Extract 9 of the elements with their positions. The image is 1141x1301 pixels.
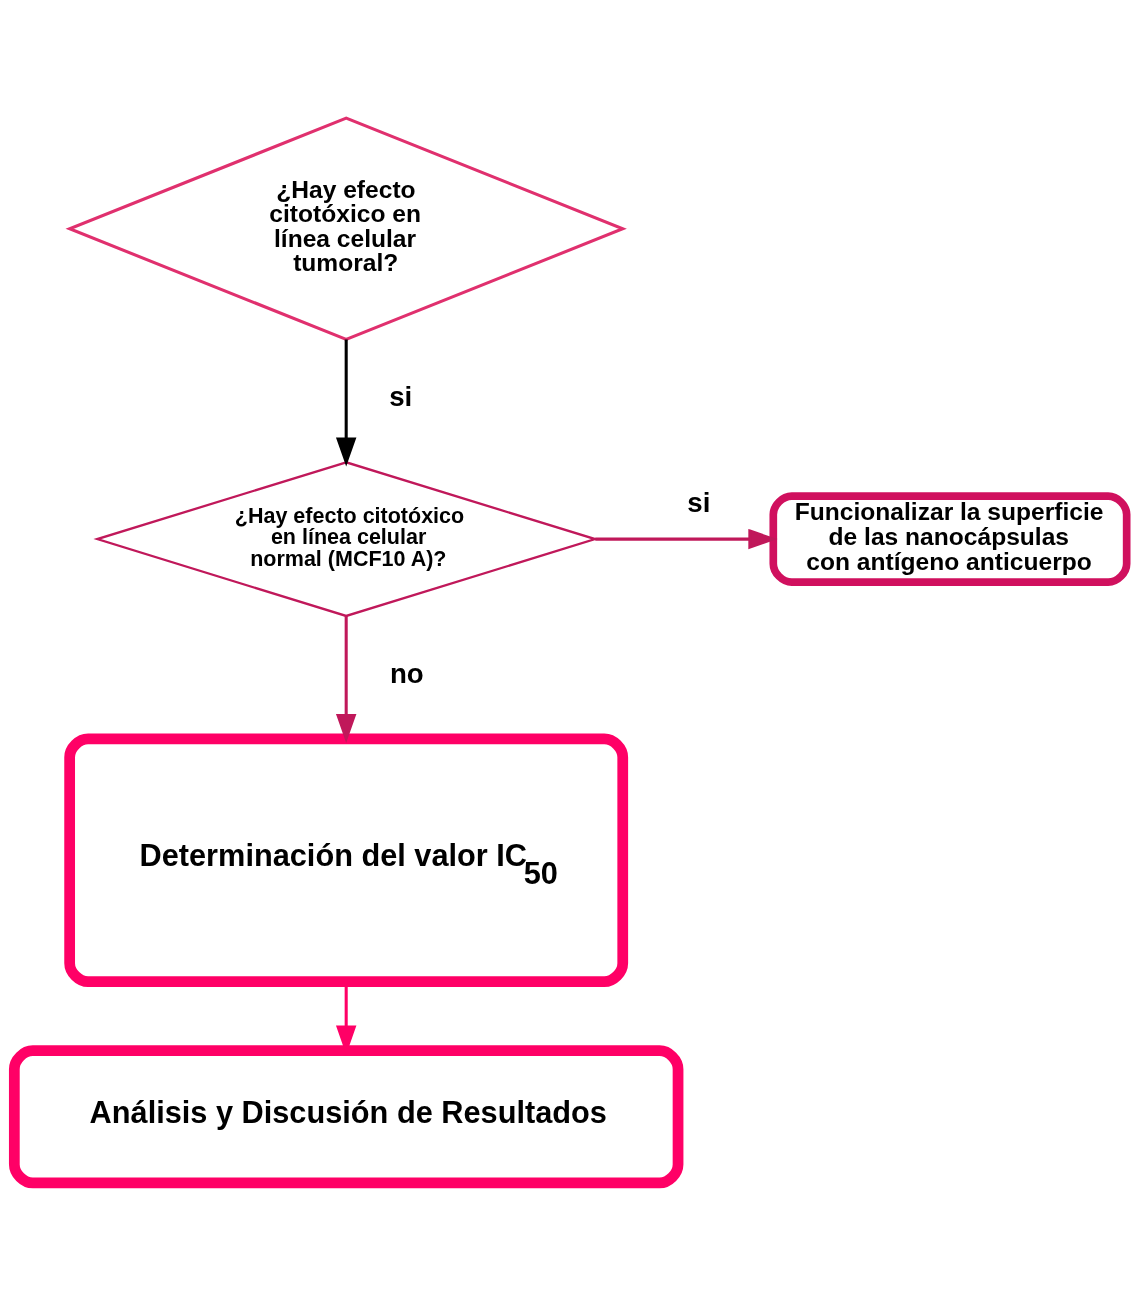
arrow xyxy=(595,528,778,550)
arrow xyxy=(335,339,357,467)
node-diamond: ¿Hay efecto citotóxico en línea celular tumoral? xyxy=(65,116,627,342)
edge-label: si xyxy=(687,487,711,519)
node-box: Análisis y Discusión de Resultados xyxy=(8,1045,684,1189)
node-box: Funcionalizar la superficie de las nanocápsulas con antígeno anticuerpo xyxy=(769,492,1131,586)
edge-label: si xyxy=(389,381,413,413)
edge-label: no xyxy=(389,657,424,689)
arrow xyxy=(335,616,357,744)
